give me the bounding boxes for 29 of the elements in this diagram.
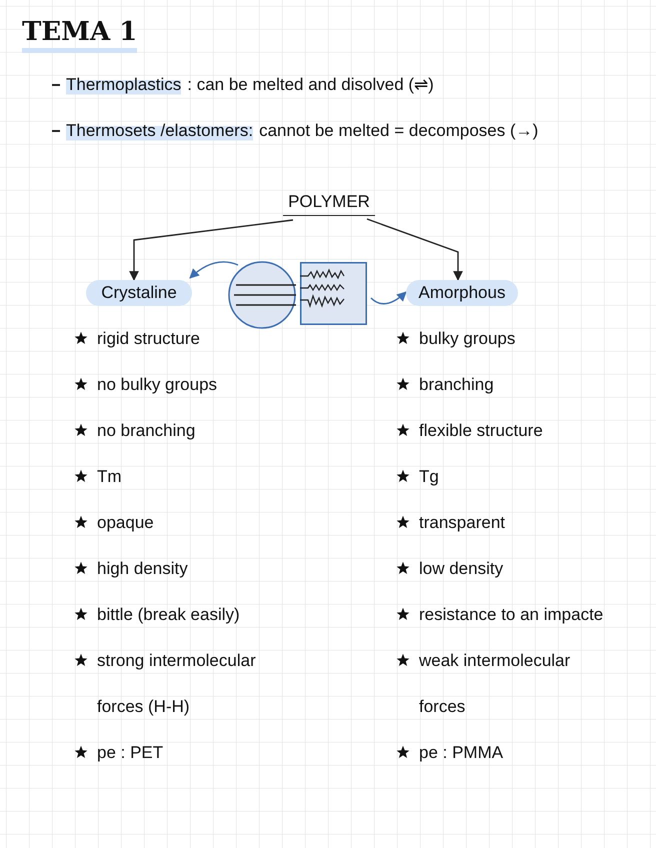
page-title: TEMA 1 — [22, 16, 138, 53]
property-text: no branching — [97, 420, 196, 442]
property-text: high density — [97, 558, 188, 580]
property-text: bittle (break easily) — [97, 604, 240, 626]
amorphous-square-drawing — [300, 262, 367, 325]
category-label: Crystaline — [86, 280, 192, 306]
property-text: resistance to an impacte — [419, 604, 604, 626]
property-text: strong intermolecular forces (H-H) — [97, 650, 257, 718]
property-text: transparent — [419, 512, 505, 534]
property-text: Tg — [419, 466, 439, 488]
property-text: rigid structure — [97, 328, 200, 350]
property-text: branching — [419, 374, 494, 396]
property-text: Tm — [97, 466, 122, 488]
property-text: low density — [419, 558, 504, 580]
definition-text: : can be melted and disolved (⇌) — [187, 74, 434, 96]
arrow — [366, 218, 463, 281]
property-text: opaque — [97, 512, 154, 534]
property-text: bulky groups — [419, 328, 516, 350]
title-node: POLYMER — [283, 188, 375, 216]
definition-text: cannot be melted = decomposes (→) — [259, 120, 538, 142]
curved-arrow — [370, 291, 407, 304]
curved-arrow — [189, 261, 238, 279]
crystalline-circle-drawing — [228, 261, 296, 329]
property-text: no bulky groups — [97, 374, 218, 396]
category-label: Amorphous — [406, 280, 518, 306]
property-text: pe : PMMA — [419, 742, 504, 764]
arrow — [129, 219, 294, 281]
property-text: pe : PET — [97, 742, 164, 764]
property-text: flexible structure — [419, 420, 543, 442]
